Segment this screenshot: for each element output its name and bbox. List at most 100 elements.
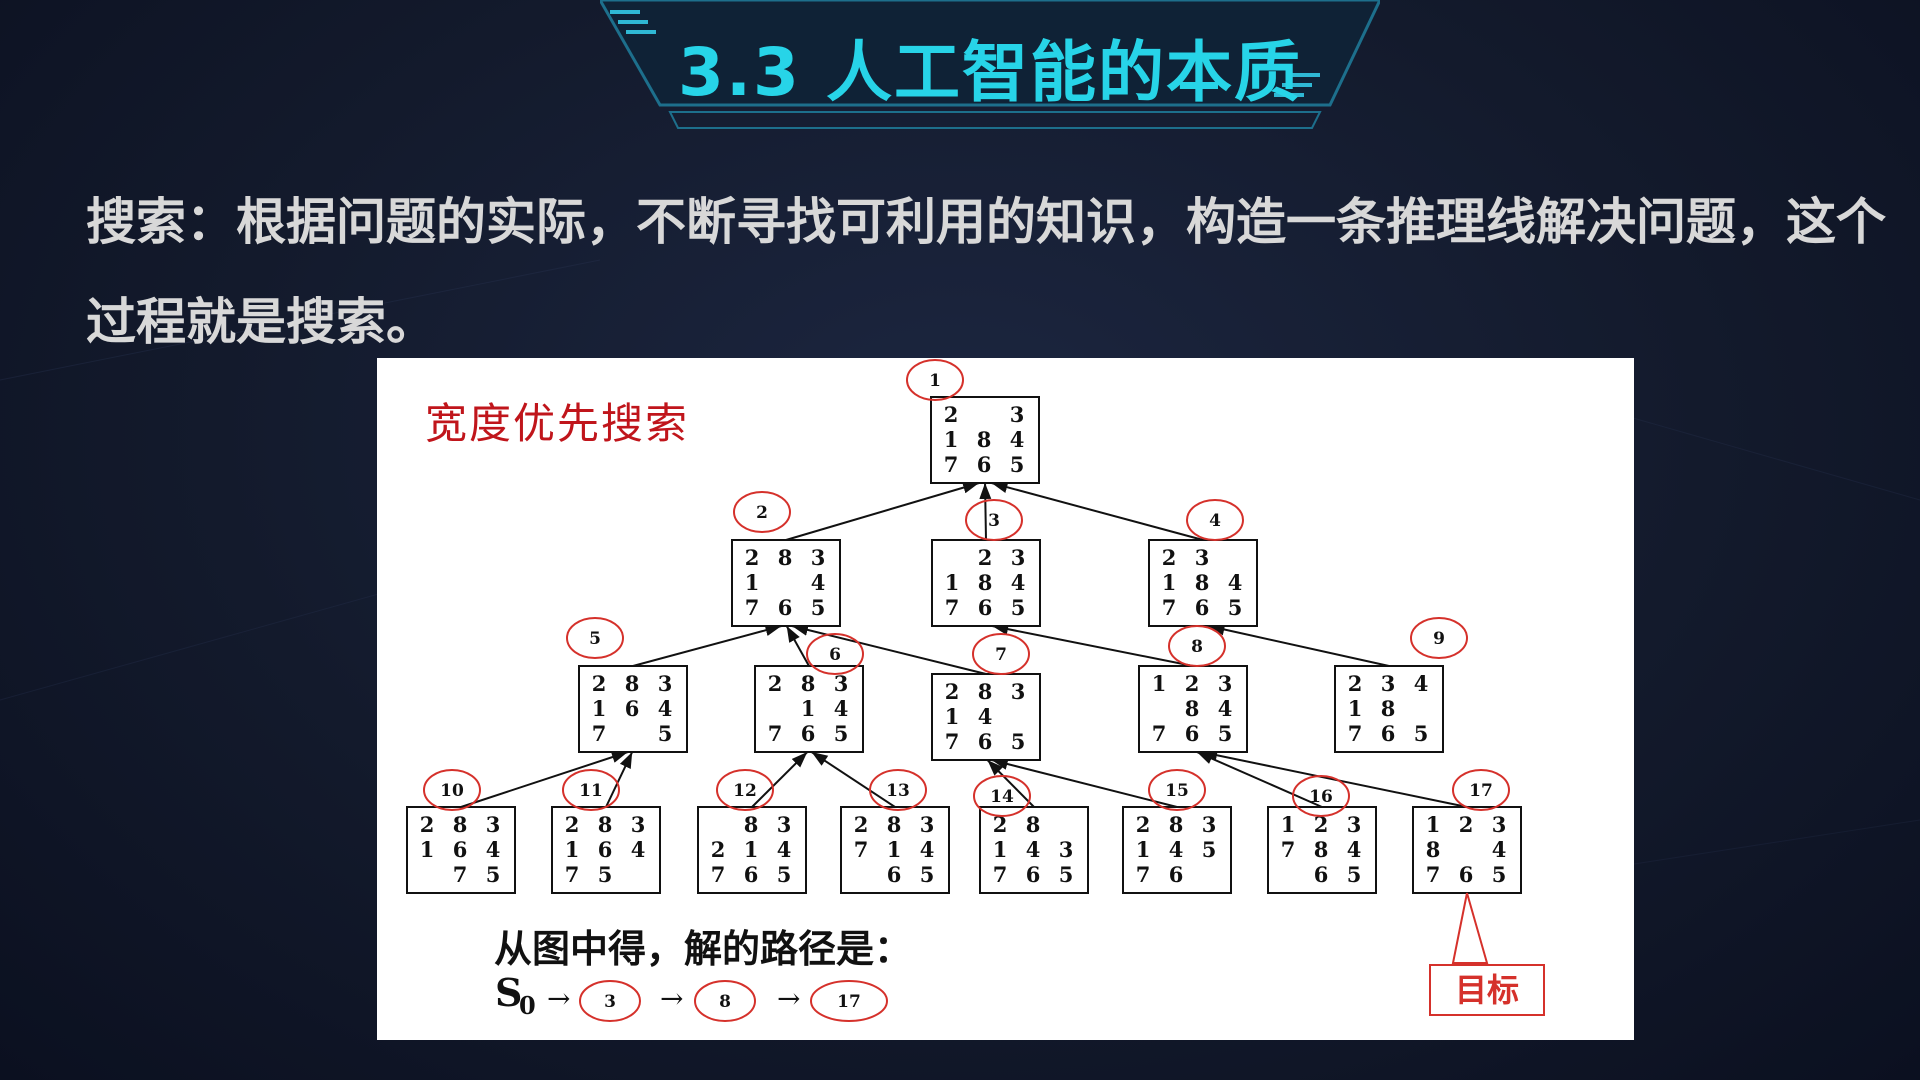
- tile-number: 1: [993, 837, 1008, 862]
- path-start-subscript: 0: [519, 991, 536, 1020]
- tile-number: 2: [978, 545, 993, 570]
- tile-number: 8: [453, 812, 468, 837]
- tree-edge-4-1: [991, 481, 1204, 541]
- node-label-circle: [806, 633, 864, 675]
- tile-number: 5: [1011, 595, 1026, 620]
- tile-number: 3: [834, 671, 849, 696]
- tile-number: 1: [420, 837, 435, 862]
- tile-number: 1: [945, 704, 960, 729]
- tile-number: 6: [1381, 721, 1396, 746]
- tile-number: 1: [944, 427, 959, 452]
- tile-number: 7: [1281, 837, 1296, 862]
- node-label-circle: [1292, 775, 1350, 817]
- tree-edge-7-2: [791, 624, 987, 675]
- tile-number: 5: [1059, 862, 1074, 887]
- tile-number: 8: [1185, 696, 1200, 721]
- path-step-label: 3: [604, 992, 616, 1012]
- tile-number: 4: [1347, 837, 1362, 862]
- node-label-circle: [423, 769, 481, 811]
- tile-number: 2: [1348, 671, 1363, 696]
- node-box: [1138, 665, 1248, 753]
- node-label-circle: [733, 491, 791, 533]
- tile-number: 8: [978, 570, 993, 595]
- tile-number: 4: [1169, 837, 1184, 862]
- tile-number: 7: [1348, 721, 1363, 746]
- tile-number: 3: [1381, 671, 1396, 696]
- node-label-circle: [1410, 617, 1468, 659]
- node-label-circle: [972, 633, 1030, 675]
- tile-number: 4: [631, 837, 646, 862]
- tree-edge-17-8: [1201, 749, 1468, 808]
- tile-number: 4: [1010, 427, 1025, 452]
- tile-number: 8: [778, 545, 793, 570]
- node-label-circle: [1186, 499, 1244, 541]
- tile-number: 3: [1195, 545, 1210, 570]
- node-label-circle: [562, 769, 620, 811]
- tile-number: 3: [1202, 812, 1217, 837]
- tile-number: 4: [1218, 696, 1233, 721]
- node-label: 4: [1209, 511, 1221, 531]
- path-step-label: 8: [719, 992, 731, 1012]
- tile-number: 3: [658, 671, 673, 696]
- tile-number: 5: [1347, 862, 1362, 887]
- tile-number: 7: [768, 721, 783, 746]
- tile-number: 1: [592, 696, 607, 721]
- path-arrow: →: [777, 982, 800, 1015]
- tile-number: 8: [1314, 837, 1329, 862]
- tile-number: 3: [1011, 679, 1026, 704]
- node-label: 16: [1309, 787, 1333, 807]
- tree-edge-10-5: [460, 751, 629, 808]
- tile-number: 3: [1059, 837, 1074, 862]
- node-box: [578, 665, 688, 753]
- tile-number: 7: [711, 862, 726, 887]
- tile-number: 3: [920, 812, 935, 837]
- tile-number: 8: [744, 812, 759, 837]
- tile-number: 1: [1152, 671, 1167, 696]
- tile-number: 2: [745, 545, 760, 570]
- tile-number: 6: [1459, 862, 1474, 887]
- diagram-title: 宽度优先搜索: [425, 399, 690, 448]
- slide-title: 3.3 人工智能的本质: [678, 34, 1302, 111]
- tile-number: 4: [920, 837, 935, 862]
- tile-number: 1: [1426, 812, 1441, 837]
- tile-number: 7: [944, 452, 959, 477]
- node-label: 13: [886, 781, 910, 801]
- tree-edge-12-6: [751, 751, 808, 808]
- path-step-circle: [810, 980, 888, 1022]
- node-box: [931, 673, 1041, 761]
- tree-edge-5-2: [632, 624, 782, 667]
- tile-number: 8: [887, 812, 902, 837]
- tile-number: 6: [801, 721, 816, 746]
- node-box: [1334, 665, 1444, 753]
- tile-number: 3: [811, 545, 826, 570]
- node-label: 3: [988, 511, 1000, 531]
- tile-number: 4: [1011, 570, 1026, 595]
- tile-number: 4: [811, 570, 826, 595]
- node-label-circle: [965, 499, 1023, 541]
- node-label: 11: [579, 781, 603, 801]
- tile-number: 5: [1011, 729, 1026, 754]
- tile-number: 8: [801, 671, 816, 696]
- tile-number: 5: [1218, 721, 1233, 746]
- tile-number: 6: [453, 837, 468, 862]
- node-box: [840, 806, 950, 894]
- path-arrow: →: [547, 982, 570, 1015]
- tile-number: 7: [945, 729, 960, 754]
- tile-number: 3: [631, 812, 646, 837]
- tile-number: 7: [1426, 862, 1441, 887]
- tile-number: 1: [945, 570, 960, 595]
- tree-edge-11-5: [605, 751, 634, 808]
- tile-number: 4: [777, 837, 792, 862]
- node-label: 7: [995, 645, 1007, 665]
- tile-number: 4: [658, 696, 673, 721]
- tile-number: 3: [777, 812, 792, 837]
- tile-number: 5: [1228, 595, 1243, 620]
- slide-body-text: 搜索：根据问题的实际，不断寻找可利用的知识，构造一条推理线解决问题，这个过程就是…: [86, 193, 1886, 351]
- tile-number: 5: [777, 862, 792, 887]
